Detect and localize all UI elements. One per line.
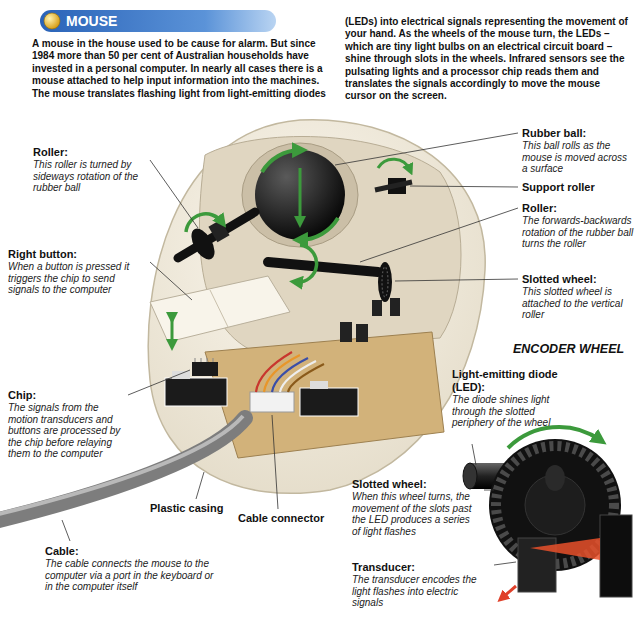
intro-text: (LEDs) into electrical signals represent… [345,16,633,103]
callout: Slotted wheel:This slotted wheel is atta… [522,273,634,321]
title-text: MOUSE [66,13,117,29]
part-description: This roller is turned by sideways rotati… [33,159,151,194]
part-name: Roller: [522,202,634,215]
callout: Transducer:The transducer encodes the li… [352,561,490,609]
callout: ENCODER WHEEL [513,342,635,357]
part-description: The signals from the motion transducers … [8,402,128,460]
part-description: When this wheel turns, the movement of t… [352,491,480,537]
part-description: When a button is pressed it triggers the… [8,261,148,296]
part-description: This slotted wheel is attached to the ve… [522,286,634,321]
part-name: Cable: [45,545,217,558]
part-description: The transducer encodes the light flashes… [352,574,490,609]
callout: Chip:The signals from the motion transdu… [8,389,128,460]
part-name: Roller: [33,146,151,159]
callout: Light-emitting diode (LED):The diode shi… [452,368,570,429]
callout: Support roller [522,181,634,194]
figure-title: ENCODER WHEEL [513,342,635,357]
part-name: Support roller [522,181,634,194]
part-name: Slotted wheel: [522,273,634,286]
part-name: Transducer: [352,561,490,574]
part-description: This ball rolls as the mouse is moved ac… [522,140,634,175]
callout: Roller:This roller is turned by sideways… [33,146,151,194]
callout: Cable connector [238,512,358,525]
part-description: The diode shines light through the slott… [452,394,570,429]
callout: Cable:The cable connects the mouse to th… [45,545,217,593]
part-name: Right button: [8,248,148,261]
part-name: Slotted wheel: [352,478,480,491]
callout: A mouse in the house used to be cause fo… [32,38,337,100]
callout: Roller:The forwards-backwards rotation o… [522,202,634,250]
part-description: The cable connects the mouse to the comp… [45,558,217,593]
intro-text: A mouse in the house used to be cause fo… [32,38,337,100]
callout: Slotted wheel:When this wheel turns, the… [352,478,480,537]
callout: Rubber ball:This ball rolls as the mouse… [522,127,634,175]
callout: Right button:When a button is pressed it… [8,248,148,296]
part-name: Light-emitting diode (LED): [452,368,570,394]
part-name: Chip: [8,389,128,402]
part-description: The forwards-backwards rotation of the r… [522,215,634,250]
callout: (LEDs) into electrical signals represent… [345,16,633,103]
part-name: Rubber ball: [522,127,634,140]
part-name: Cable connector [238,512,358,525]
